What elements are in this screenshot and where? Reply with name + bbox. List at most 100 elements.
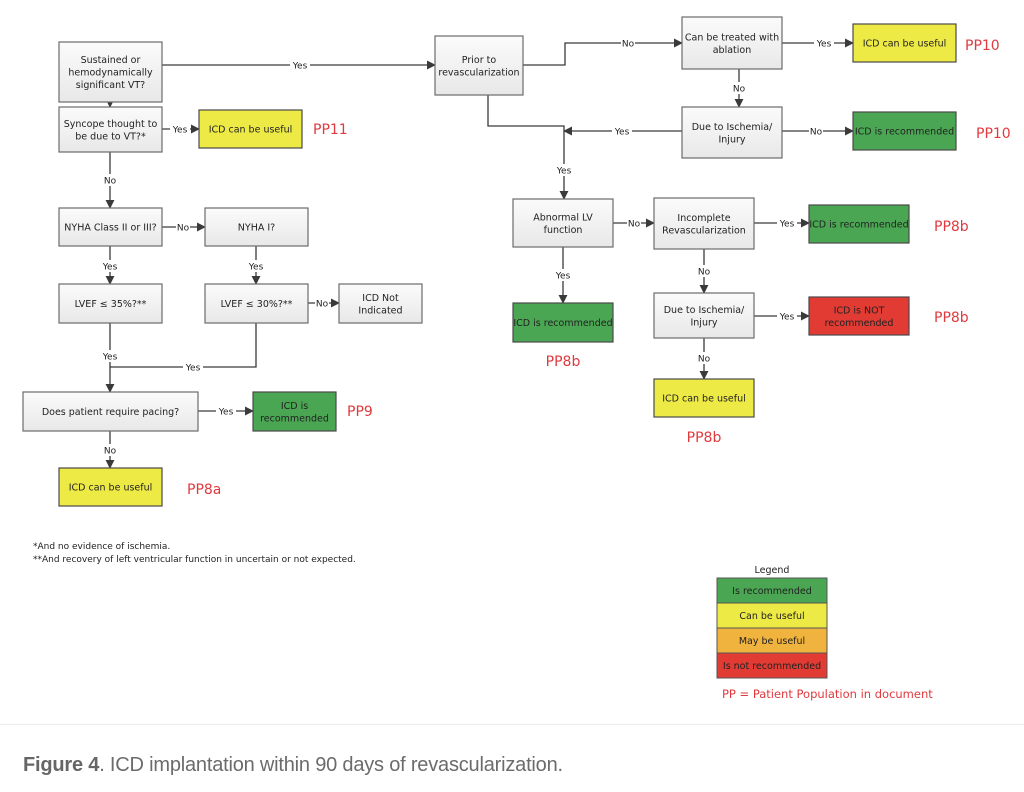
edge-label-background <box>315 297 329 309</box>
outcome-box-recommended <box>852 111 957 151</box>
edge-label-background <box>697 265 711 277</box>
edge-label-background <box>612 125 632 137</box>
decision-box <box>58 41 163 103</box>
decision-box <box>58 207 163 247</box>
legend-label: Is recommended <box>732 586 812 597</box>
edge-lvef-35-to-pacing: Yes <box>100 323 120 393</box>
edge-label-background <box>290 59 310 71</box>
node-pacing: Does patient require pacing? <box>22 391 199 432</box>
edge-nyha-2-3-to-nyha-1: No <box>162 221 206 234</box>
node-text: Syncope thought to <box>64 119 158 130</box>
connector-arrow <box>487 95 569 200</box>
decision-box <box>204 207 309 247</box>
outcome-box-can-be-useful <box>653 378 755 418</box>
patient-population-label: PP8b <box>546 354 581 370</box>
node-text: LVEF ≤ 35%?** <box>75 299 147 310</box>
legend-item-recommended: Is recommended <box>716 577 828 604</box>
edge-label-background <box>176 221 190 233</box>
node-text: Injury <box>718 134 745 145</box>
edge-label-background <box>809 125 823 137</box>
decision-box <box>434 35 524 96</box>
edge-label-yes: Yes <box>102 353 118 363</box>
node-text: NYHA I? <box>238 223 275 234</box>
edge-sustained-vt-to-prior-revasc: Yes <box>162 59 436 72</box>
edge-label-yes: Yes <box>556 167 572 177</box>
node-text: Indicated <box>358 305 402 316</box>
decision-box <box>512 198 614 248</box>
edge-abnormal-lv-to-abnormal-lv-icd: Yes <box>553 247 573 304</box>
edge-label-yes: Yes <box>218 408 234 418</box>
legend-item-not-recommended: Is not recommended <box>716 652 828 679</box>
outcome-box-can-be-useful <box>198 109 303 149</box>
node-text: hemodynamically <box>68 68 153 79</box>
outcome-box-can-be-useful <box>852 23 957 63</box>
edge-label-background <box>170 123 190 135</box>
node-text: ICD can be useful <box>662 394 746 405</box>
edge-label-yes: Yes <box>816 40 832 50</box>
outcome-box-recommended <box>512 302 614 343</box>
connector-arrow <box>523 38 683 66</box>
edge-label-background <box>103 174 117 186</box>
legend-swatch <box>716 627 828 654</box>
node-nyha-2-3: NYHA Class II or III? <box>58 207 163 247</box>
decision-box <box>58 283 163 324</box>
node-text: Injury <box>690 317 717 328</box>
node-text: ICD can be useful <box>209 125 293 136</box>
node-ischemia-1: Due to Ischemia/Injury <box>681 106 783 159</box>
patient-population-label: PP8a <box>187 482 221 498</box>
node-text: ICD can be useful <box>69 483 153 494</box>
edge-label-background <box>100 350 120 362</box>
edge-ischemia-2-to-ischemia-2-no-icd: No <box>697 338 711 380</box>
edge-incomplete-revasc-to-ischemia-2: No <box>697 249 711 294</box>
legend-swatch <box>716 577 828 604</box>
legend-swatch <box>716 652 828 679</box>
node-text: Due to Ischemia/ <box>664 305 745 316</box>
node-text: function <box>544 225 583 236</box>
edge-label-background <box>553 269 573 281</box>
footnote-1: *And no evidence of ischemia. <box>33 542 170 552</box>
node-text: LVEF ≤ 30%?** <box>221 299 293 310</box>
legend-title: Legend <box>755 565 790 576</box>
edge-label-background <box>216 405 236 417</box>
node-text: Does patient require pacing? <box>42 407 179 418</box>
edge-pacing-to-pacing-icd: Yes <box>198 405 254 418</box>
legend-label: Can be useful <box>739 611 804 622</box>
flowchart-figure: YesNoYesNoNoYesYesNoYesYesYesNoNoYesNoNo… <box>22 16 1011 701</box>
node-text: significant VT? <box>76 80 145 91</box>
node-text: Incomplete <box>677 213 730 224</box>
flowchart-canvas: YesNoYesNoNoYesYesNoYesYesYesNoNoYesNoNo… <box>22 16 1011 701</box>
node-text: ICD is NOT <box>834 305 885 316</box>
node-lvef-30: LVEF ≤ 30%?** <box>204 283 309 324</box>
outcome-box-recommended <box>808 204 910 244</box>
decision-box <box>681 106 783 159</box>
node-text: Revascularization <box>662 225 746 236</box>
legend-item-may-be-useful: May be useful <box>716 627 828 654</box>
node-pp8a-icd: ICD can be useful PP8a <box>58 467 221 507</box>
node-text: ICD can be useful <box>863 39 947 50</box>
edge-nyha-2-3-to-lvef-35: Yes <box>100 246 120 285</box>
legend-item-can-be-useful: Can be useful <box>716 602 828 629</box>
edge-label-background <box>100 260 120 272</box>
decision-box <box>204 283 309 324</box>
patient-population-label: PP10 <box>976 126 1011 142</box>
edge-prior-revasc-to-ablation: No <box>523 37 683 66</box>
figure-label: Figure 4 <box>23 754 100 776</box>
node-text: NYHA Class II or III? <box>64 223 156 234</box>
edge-label-background <box>621 37 635 49</box>
edge-abnormal-lv-to-incomplete-revasc: No <box>613 217 655 230</box>
edge-label-background <box>183 361 203 373</box>
edge-label-no: No <box>698 268 711 278</box>
node-text: ICD is recommended <box>855 127 954 138</box>
edge-label-yes: Yes <box>614 128 630 138</box>
edge-label-yes: Yes <box>555 272 571 282</box>
patient-population-label: PP9 <box>347 404 373 420</box>
edge-label-no: No <box>104 447 117 457</box>
